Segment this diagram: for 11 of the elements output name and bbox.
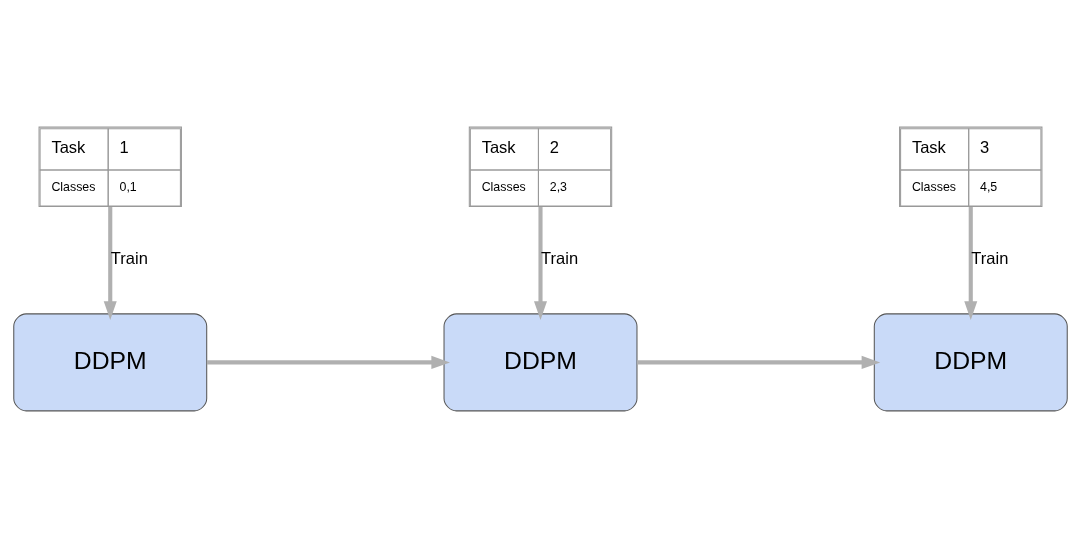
node-box: DDPM [873, 312, 1068, 411]
arrow [964, 206, 978, 320]
arrow [206, 355, 450, 369]
node-box: DDPM [13, 312, 208, 411]
edge-label: Train [541, 248, 579, 267]
edge-label: Train [110, 248, 148, 267]
edge-label: Train [971, 248, 1009, 267]
arrow [103, 206, 117, 320]
arrow [533, 206, 548, 320]
node-box: DDPM [443, 312, 638, 411]
arrow [637, 355, 881, 369]
